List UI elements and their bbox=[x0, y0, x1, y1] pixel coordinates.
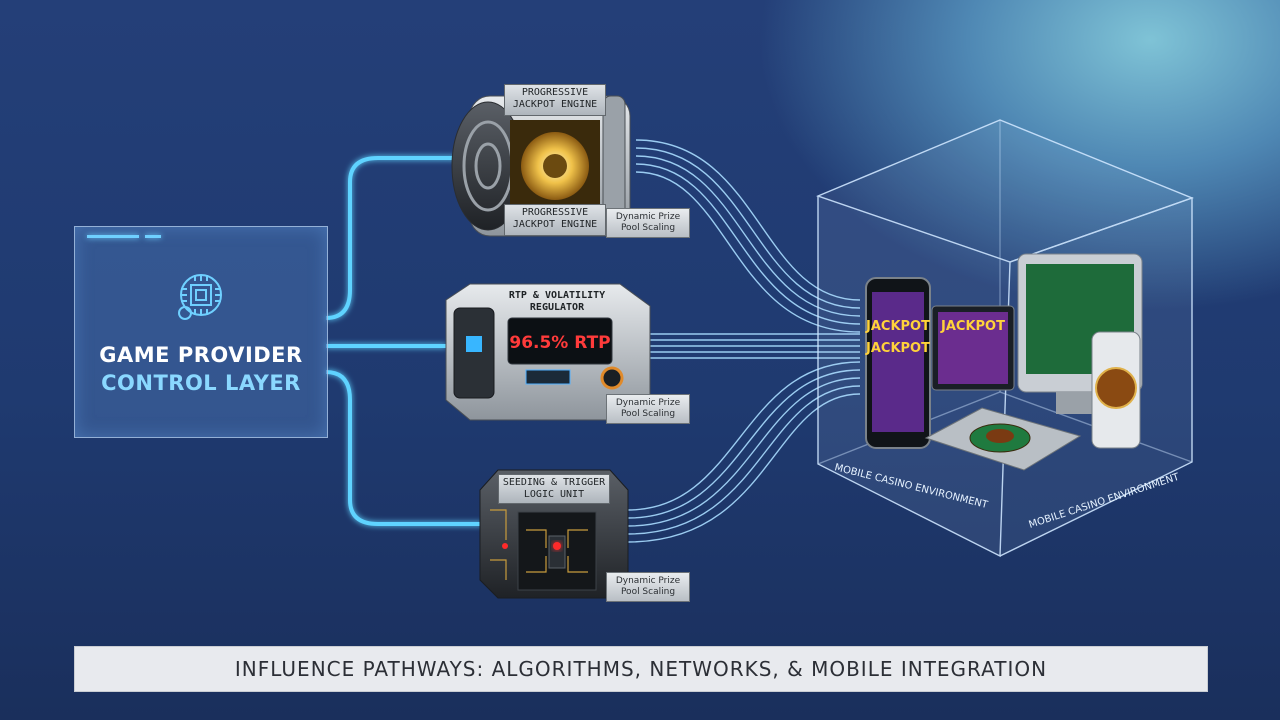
chip-gear-icon bbox=[178, 274, 222, 320]
accent-bar bbox=[87, 235, 139, 238]
rtp-display: 96.5% RTP bbox=[509, 333, 610, 353]
provider-control-layer: GAME PROVIDER CONTROL LAYER bbox=[74, 226, 328, 438]
seeding-title: SEEDING & TRIGGER LOGIC UNIT bbox=[498, 474, 610, 504]
jackpot-prize-tag: Dynamic Prize Pool Scaling bbox=[606, 208, 690, 238]
rtp-title: RTP & VOLATILITY REGULATOR bbox=[508, 290, 606, 313]
jackpot-engine-module bbox=[451, 95, 631, 237]
jackpot-bottom-plate: PROGRESSIVE JACKPOT ENGINE bbox=[504, 204, 606, 236]
phone-jackpot-label: JACKPOT bbox=[865, 319, 930, 334]
pathway-to-jackpot bbox=[325, 156, 462, 320]
rtp-chip-icon bbox=[466, 336, 482, 352]
tablet-jackpot-label: JACKPOT bbox=[940, 319, 1005, 334]
caption-banner: INFLUENCE PATHWAYS: ALGORITHMS, NETWORKS… bbox=[74, 646, 1208, 692]
rtp-regulator-module bbox=[445, 283, 651, 421]
rtp-prize-tag: Dynamic Prize Pool Scaling bbox=[606, 394, 690, 424]
pathway-to-seeding bbox=[325, 370, 482, 526]
provider-title-line1: GAME PROVIDER bbox=[99, 343, 303, 367]
provider-title-line2: CONTROL LAYER bbox=[101, 371, 301, 395]
phone-jackpot-label-2: JACKPOT bbox=[865, 341, 930, 356]
accent-bar-short bbox=[145, 235, 161, 238]
seeding-prize-tag: Dynamic Prize Pool Scaling bbox=[606, 572, 690, 602]
trigger-led-icon bbox=[553, 542, 561, 550]
mobile-devices bbox=[865, 253, 1143, 471]
jackpot-top-plate: PROGRESSIVE JACKPOT ENGINE bbox=[504, 84, 606, 116]
provider-pathways bbox=[325, 156, 482, 526]
